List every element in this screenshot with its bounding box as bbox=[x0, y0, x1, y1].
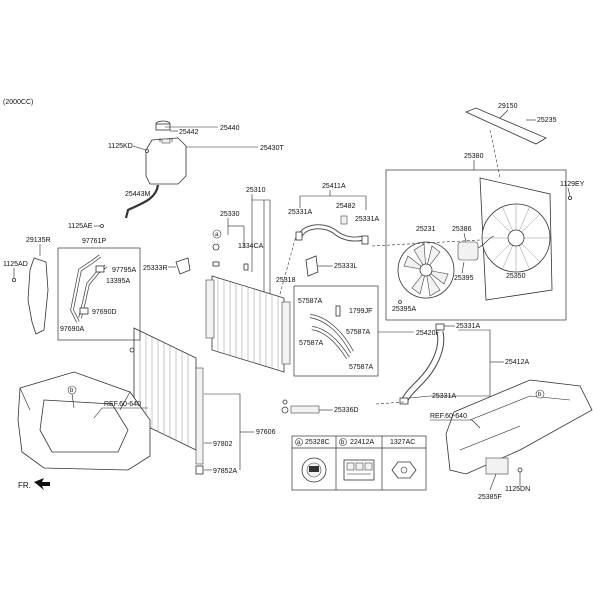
callout-25331A-lower-top: 25331A bbox=[456, 323, 480, 330]
callout-25330: 25330 bbox=[220, 211, 240, 218]
reservoir-hose bbox=[124, 184, 160, 219]
callout-25318: 25318 bbox=[276, 277, 296, 284]
legend-table bbox=[291, 435, 427, 491]
legend-a-letter: a bbox=[297, 440, 301, 446]
callout-13395A: 13395A bbox=[106, 278, 130, 285]
callout-25333L: 25333L bbox=[334, 263, 357, 270]
callout-1125AD: 1125AD bbox=[3, 261, 28, 268]
fan-controller bbox=[485, 457, 509, 475]
callout-97761P: 97761P bbox=[82, 238, 106, 245]
callout-25430T: 25430T bbox=[260, 145, 284, 152]
legend-c-part: 1327AC bbox=[390, 439, 415, 446]
radiator-cap-icon bbox=[301, 457, 327, 483]
callout-25420E: 25420E bbox=[416, 330, 440, 337]
ac-lines-box bbox=[57, 247, 141, 341]
nut-icon bbox=[391, 461, 417, 479]
bubble-b-right bbox=[535, 389, 545, 399]
callout-25411A: 25411A bbox=[322, 183, 346, 190]
callout-57587A-2: 57587A bbox=[346, 329, 370, 336]
fan-motor bbox=[457, 235, 495, 261]
callout-25395: 25395 bbox=[454, 275, 474, 282]
front-arrow-icon bbox=[34, 478, 50, 490]
callout-57587A-1: 57587A bbox=[298, 298, 322, 305]
callout-97690A: 97690A bbox=[60, 326, 84, 333]
callout-97802: 97802 bbox=[213, 441, 233, 448]
callout-97690D: 97690D bbox=[92, 309, 117, 316]
bubble-b-right-letter: b bbox=[538, 392, 542, 398]
callout-25442: 25442 bbox=[179, 129, 199, 136]
callout-25440: 25440 bbox=[220, 125, 240, 132]
callout-25333R: 25333R bbox=[143, 265, 168, 272]
callout-1129EY: 1129EY bbox=[560, 181, 585, 188]
callout-29135R: 29135R bbox=[26, 237, 51, 244]
legend-a-part: 25328C bbox=[305, 439, 330, 446]
ac-pipes bbox=[70, 254, 108, 323]
bubble-b-left-letter: b bbox=[70, 388, 74, 394]
callout-25482: 25482 bbox=[336, 203, 356, 210]
callout-25235: 25235 bbox=[537, 117, 557, 124]
fan-blade bbox=[397, 241, 455, 299]
side-air-guard bbox=[27, 257, 49, 335]
legend-b-bubble bbox=[339, 438, 347, 446]
callout-1125KD: 1125KD bbox=[108, 143, 133, 150]
bubble-a-letter: a bbox=[215, 232, 219, 238]
callout-25331A-upper-left: 25331A bbox=[288, 209, 312, 216]
callout-25386: 25386 bbox=[452, 226, 472, 233]
callout-25350: 25350 bbox=[506, 273, 526, 280]
fan-shroud bbox=[479, 177, 553, 301]
callout-29150: 29150 bbox=[498, 103, 518, 110]
callout-97606: 97606 bbox=[256, 429, 276, 436]
callout-57587A-4: 57587A bbox=[349, 364, 373, 371]
callout-25380: 25380 bbox=[464, 153, 484, 160]
callout-97795A: 97795A bbox=[112, 267, 136, 274]
front-direction-label: FR. bbox=[18, 481, 31, 490]
callout-25331A-lower-bottom: 25331A bbox=[432, 393, 456, 400]
callout-1799JF: 1799JF bbox=[349, 308, 372, 315]
bubble-a bbox=[212, 229, 222, 239]
caution-label-icon bbox=[343, 459, 375, 481]
reservoir-tank bbox=[145, 137, 187, 185]
upper-air-guard bbox=[464, 107, 547, 145]
callout-97852A: 97852A bbox=[213, 468, 237, 475]
legend-b-letter: b bbox=[341, 440, 345, 446]
lower-radiator-hose bbox=[399, 323, 445, 405]
callout-25385F: 25385F bbox=[478, 494, 502, 501]
bracket-25333R bbox=[175, 257, 191, 275]
reference-left: REF.60-640 bbox=[104, 401, 141, 408]
upper-radiator-hose bbox=[295, 215, 369, 245]
callout-25331A-upper-right: 25331A bbox=[355, 216, 379, 223]
legend-a-bubble bbox=[295, 438, 303, 446]
callout-25336D: 25336D bbox=[334, 407, 359, 414]
callout-25231: 25231 bbox=[416, 226, 436, 233]
front-end-carrier bbox=[17, 371, 151, 471]
callout-25412A: 25412A bbox=[505, 359, 529, 366]
legend-b-part: 22412A bbox=[350, 439, 374, 446]
reference-right: REF.60-640 bbox=[430, 413, 467, 420]
receiver-drier bbox=[195, 367, 204, 475]
radiator-core bbox=[205, 275, 291, 373]
callout-1125DN: 1125DN bbox=[505, 486, 530, 493]
callout-25443M: 25443M bbox=[125, 191, 150, 198]
callout-57587A-3: 57587A bbox=[299, 340, 323, 347]
engine-spec-label: (2000CC) bbox=[3, 99, 33, 106]
bracket-25333L bbox=[305, 255, 319, 277]
callout-25310: 25310 bbox=[246, 187, 266, 194]
drain-plug bbox=[281, 405, 320, 414]
radiator-cap-small bbox=[212, 243, 220, 267]
oil-cooler-box bbox=[293, 285, 379, 377]
side-member bbox=[445, 379, 593, 475]
oil-cooler-lines bbox=[309, 305, 354, 360]
reservoir-cap bbox=[155, 120, 171, 131]
callout-1125AE: 1125AE bbox=[68, 223, 93, 230]
callout-25395A: 25395A bbox=[392, 306, 416, 313]
callout-1334CA: 1334CA bbox=[238, 243, 264, 250]
fan-assembly-box bbox=[385, 169, 567, 321]
